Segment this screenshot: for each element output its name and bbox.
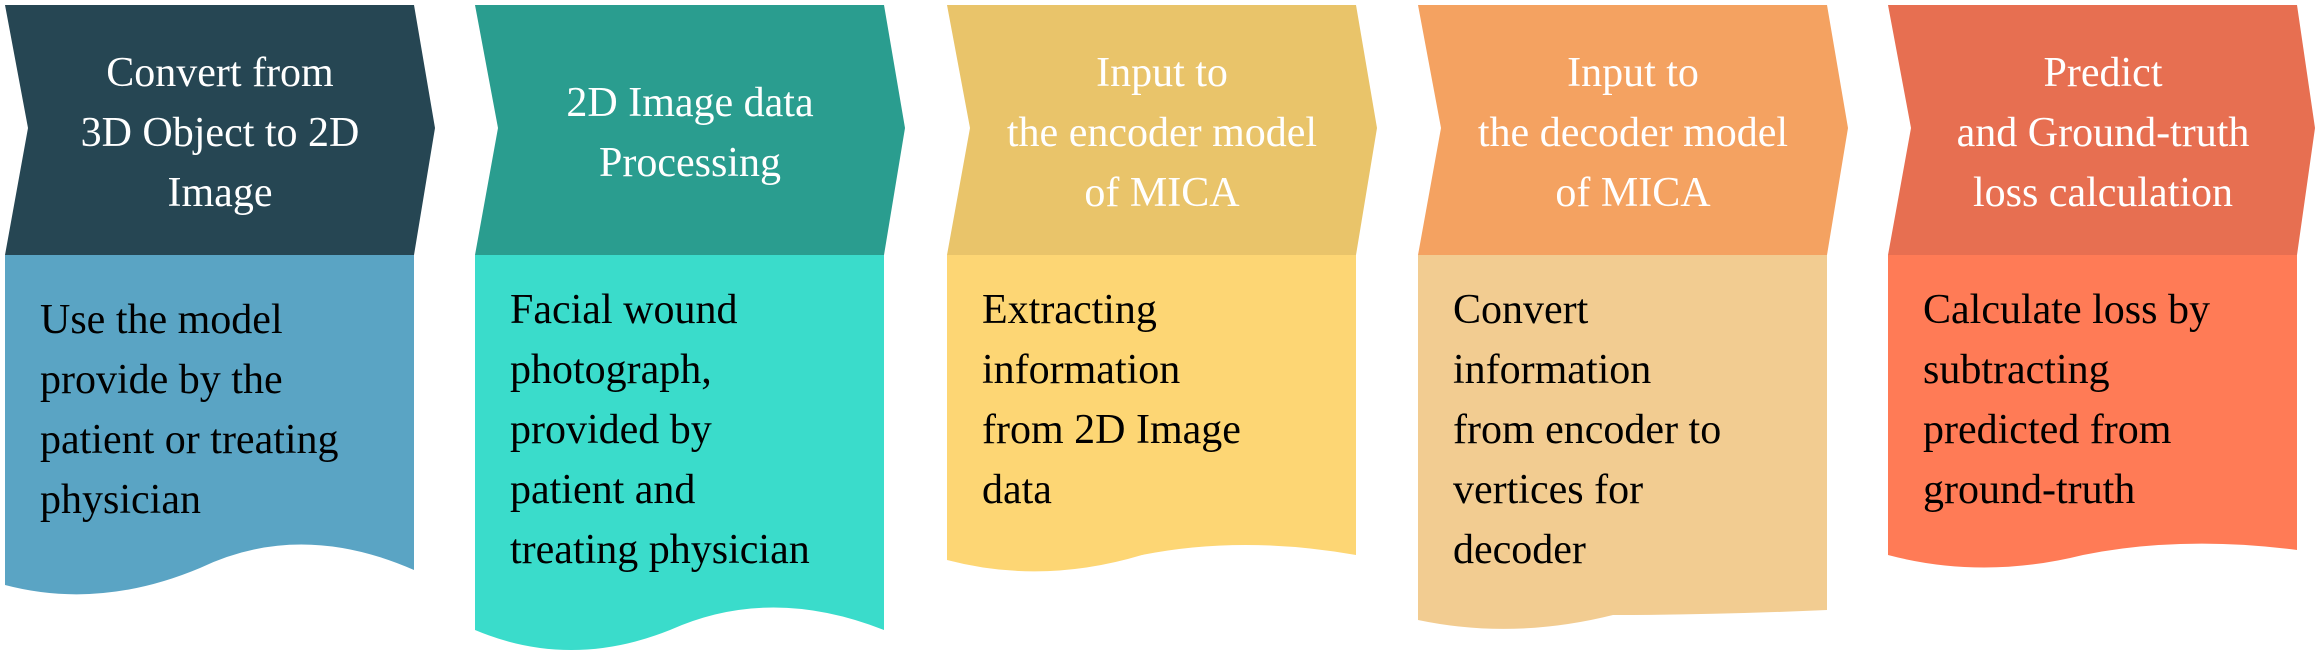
step-5-header-shape — [1888, 5, 2315, 255]
step-1-header-shape — [5, 5, 435, 255]
step-5-description: Calculate loss by subtracting predicted … — [1923, 287, 2210, 513]
step-2-title: 2D Image data Processing — [566, 79, 814, 186]
step-5: Predict and Ground-truth loss calculatio… — [1883, 0, 2318, 658]
step-1-shape — [5, 5, 435, 595]
step-3-body-shape — [947, 255, 1356, 572]
step-2-description: Facial wound photograph, provided by pat… — [510, 287, 810, 573]
step-1-body-shape — [5, 255, 414, 595]
step-4: Input to the decoder model of MICA Conve… — [1413, 0, 1893, 658]
step-3-header-shape — [947, 5, 1377, 255]
step-4-title: Input to the decoder model of MICA — [1477, 49, 1789, 216]
step-4-description: Convert information from encoder to vert… — [1453, 287, 1722, 573]
step-2-shape — [475, 5, 905, 650]
step-4-header-shape — [1418, 5, 1848, 255]
step-3-description: Extracting information from 2D Image dat… — [982, 287, 1241, 513]
step-2-body-shape — [475, 255, 884, 650]
step-3: Input to the encoder model of MICA Extra… — [942, 0, 1422, 658]
step-5-title: Predict and Ground-truth loss calculatio… — [1956, 49, 2250, 216]
step-1-description: Use the model provide by the patient or … — [40, 297, 339, 523]
step-2-header-shape — [475, 5, 905, 255]
step-4-shape — [1418, 5, 1848, 629]
step-1-title: Convert from 3D Object to 2D Image — [80, 49, 360, 216]
step-5-body-shape — [1888, 255, 2297, 568]
step-3-shape — [947, 5, 1377, 572]
step-3-title: Input to the encoder model of MICA — [1006, 49, 1318, 216]
step-5-shape — [1888, 5, 2315, 568]
step-1: Convert from 3D Object to 2D Image Use t… — [0, 0, 480, 658]
step-4-body-shape — [1418, 255, 1827, 629]
step-2: 2D Image data Processing Facial wound ph… — [470, 0, 950, 658]
